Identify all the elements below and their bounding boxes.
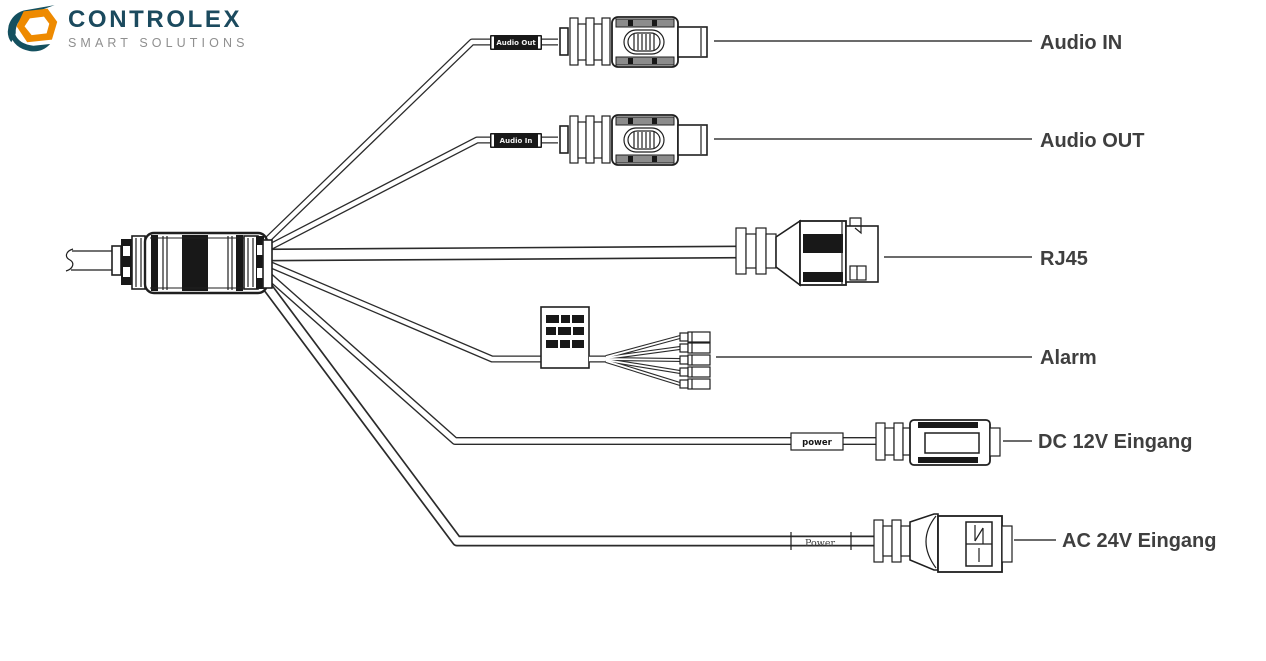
rj45-plug-icon bbox=[735, 217, 879, 287]
rj45-branch: RJ45 bbox=[735, 217, 1088, 287]
alarm-label-tag bbox=[540, 306, 590, 369]
brand-name: CONTROLEX bbox=[68, 6, 243, 34]
audio-out-cable-tag: Audio In bbox=[490, 133, 542, 148]
alarm-label: Alarm bbox=[1040, 347, 1097, 369]
svg-text:Audio In: Audio In bbox=[500, 137, 533, 145]
svg-text:Power: Power bbox=[805, 538, 835, 549]
dc-cable-tag: power bbox=[790, 432, 844, 451]
branch-wires bbox=[255, 38, 880, 547]
rca-plug-icon bbox=[559, 16, 708, 68]
rj45-label: RJ45 bbox=[1040, 248, 1088, 270]
audio-out-label: Audio OUT bbox=[1040, 130, 1144, 152]
svg-text:Audio Out: Audio Out bbox=[496, 39, 536, 47]
dc-12v-branch: power DC 12V Eingang bbox=[790, 419, 1192, 466]
alarm-leads-icon bbox=[605, 331, 711, 390]
brand-tagline: SMART SOLUTIONS bbox=[68, 35, 249, 50]
dc-jack-icon bbox=[875, 419, 1001, 466]
alarm-branch: Alarm bbox=[540, 306, 1097, 390]
cable-break-icon bbox=[65, 248, 74, 272]
cable-sheath bbox=[111, 231, 273, 295]
svg-text:power: power bbox=[802, 438, 833, 448]
rca-plug-icon bbox=[559, 114, 708, 166]
ac-cable-tag: Power bbox=[790, 532, 852, 550]
alarm-tag-text-rows bbox=[546, 315, 584, 348]
ac-plug-icon bbox=[873, 513, 1013, 573]
ac-24v-label: AC 24V Eingang bbox=[1062, 530, 1216, 552]
alarm-terminals bbox=[679, 331, 711, 390]
ac-terminal-block bbox=[965, 521, 993, 567]
camera-cable-assembly bbox=[65, 231, 273, 295]
brand-logo: CONTROLEX SMART SOLUTIONS bbox=[6, 3, 249, 55]
lead-cable bbox=[71, 250, 114, 271]
logo-hexagon-icon bbox=[7, 5, 58, 52]
audio-out-branch: Audio In Audio OUT bbox=[490, 114, 1144, 166]
dc-12v-label: DC 12V Eingang bbox=[1038, 431, 1192, 453]
ac-24v-branch: Power AC 24V Eingang bbox=[790, 513, 1216, 573]
audio-in-branch: Audio Out Audio IN bbox=[490, 16, 1122, 68]
audio-in-cable-tag: Audio Out bbox=[490, 35, 542, 50]
audio-out-wire bbox=[262, 136, 558, 254]
audio-in-label: Audio IN bbox=[1040, 32, 1122, 54]
logo-text: CONTROLEX SMART SOLUTIONS bbox=[68, 6, 249, 50]
